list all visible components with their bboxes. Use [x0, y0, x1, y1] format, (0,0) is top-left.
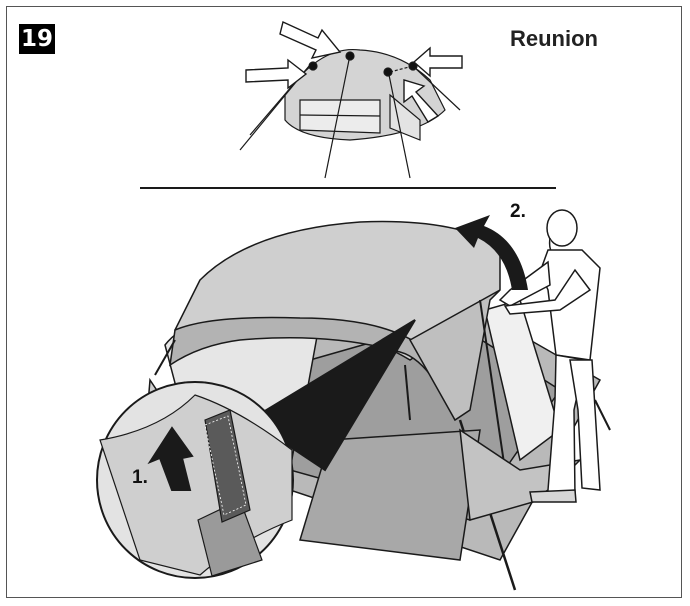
main-tent: [139, 220, 611, 591]
person-figure: [498, 209, 601, 503]
step-title: Reunion: [510, 26, 598, 51]
callout-step-2: 2.: [510, 201, 526, 222]
instruction-panel: [6, 6, 682, 598]
callout-step-1: 1.: [132, 467, 148, 488]
zoom-loupe-icon: [96, 319, 416, 579]
overview-tent: [239, 48, 461, 179]
step-number-badge: 19: [19, 24, 55, 54]
curved-arrow-icon: [455, 215, 528, 290]
arrow-icon: [245, 21, 463, 123]
